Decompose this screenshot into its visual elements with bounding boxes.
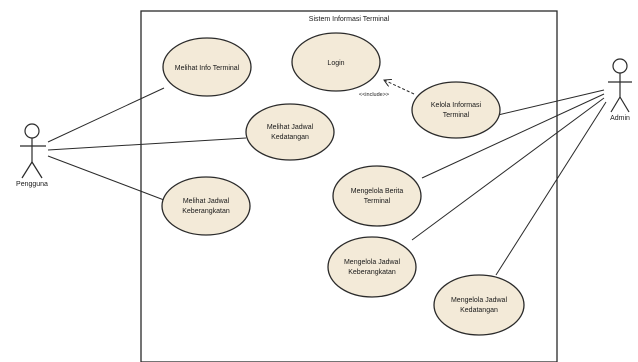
stick-figure-icon <box>608 58 632 113</box>
actor-label: Admin <box>610 115 630 122</box>
usecase-label: Melihat Jadwal <box>267 124 314 131</box>
assoc-admin-kelola-kedatangan <box>495 101 607 276</box>
usecase-label: Terminal <box>364 198 391 205</box>
assoc-pengguna-lihat-kedatangan <box>47 137 247 151</box>
usecase-kelola-jadwal-kedatangan: Mengelola Jadwal Kedatangan <box>433 274 525 336</box>
usecase-label: Mengelola Jadwal <box>344 259 400 266</box>
usecase-kelola-jadwal-keberangkatan: Mengelola Jadwal Keberangkatan <box>327 236 417 298</box>
usecase-label: Melihat Info Terminal <box>175 65 240 72</box>
usecase-label: Mengelola Jadwal <box>451 297 507 304</box>
include-dependency <box>384 80 415 95</box>
system-boundary <box>140 10 558 362</box>
usecase-label: Keberangkatan <box>182 208 230 215</box>
actor-admin: Admin <box>608 58 632 122</box>
usecase-lihat-jadwal-kedatangan: Melihat Jadwal Kedatangan <box>245 103 335 161</box>
include-label: <<include>> <box>359 92 389 98</box>
actor-pengguna: Pengguna <box>16 123 48 188</box>
usecase-label: Login <box>327 60 344 67</box>
usecase-label: Keberangkatan <box>348 269 396 276</box>
assoc-pengguna-lihat-keberangkatan <box>47 155 165 201</box>
usecase-label: Kelola Informasi <box>431 102 482 109</box>
usecase-label: Mengelola Berita <box>351 188 404 195</box>
usecase-kelola-terminal: Kelola Informasi Terminal <box>411 81 501 139</box>
actor-label: Pengguna <box>16 181 48 188</box>
assoc-pengguna-lihat-info <box>47 87 165 143</box>
assoc-admin-kelola-keberangkatan <box>411 97 605 241</box>
usecase-lihat-info-terminal: Melihat Info Terminal <box>162 37 252 97</box>
usecase-login: Login <box>291 32 381 92</box>
assoc-admin-kelola-berita <box>421 93 605 179</box>
usecase-label: Terminal <box>443 112 470 119</box>
usecase-kelola-berita: Mengelola Berita Terminal <box>332 165 422 227</box>
stick-figure-icon <box>20 123 46 179</box>
usecase-label: Kedatangan <box>460 307 498 314</box>
usecase-label: Melihat Jadwal <box>183 198 230 205</box>
assoc-admin-kelola-terminal <box>497 89 605 116</box>
usecase-lihat-jadwal-keberangkatan: Melihat Jadwal Keberangkatan <box>161 176 251 236</box>
usecase-label: Kedatangan <box>271 134 309 141</box>
system-title: Sistem Informasi Terminal <box>309 16 390 23</box>
